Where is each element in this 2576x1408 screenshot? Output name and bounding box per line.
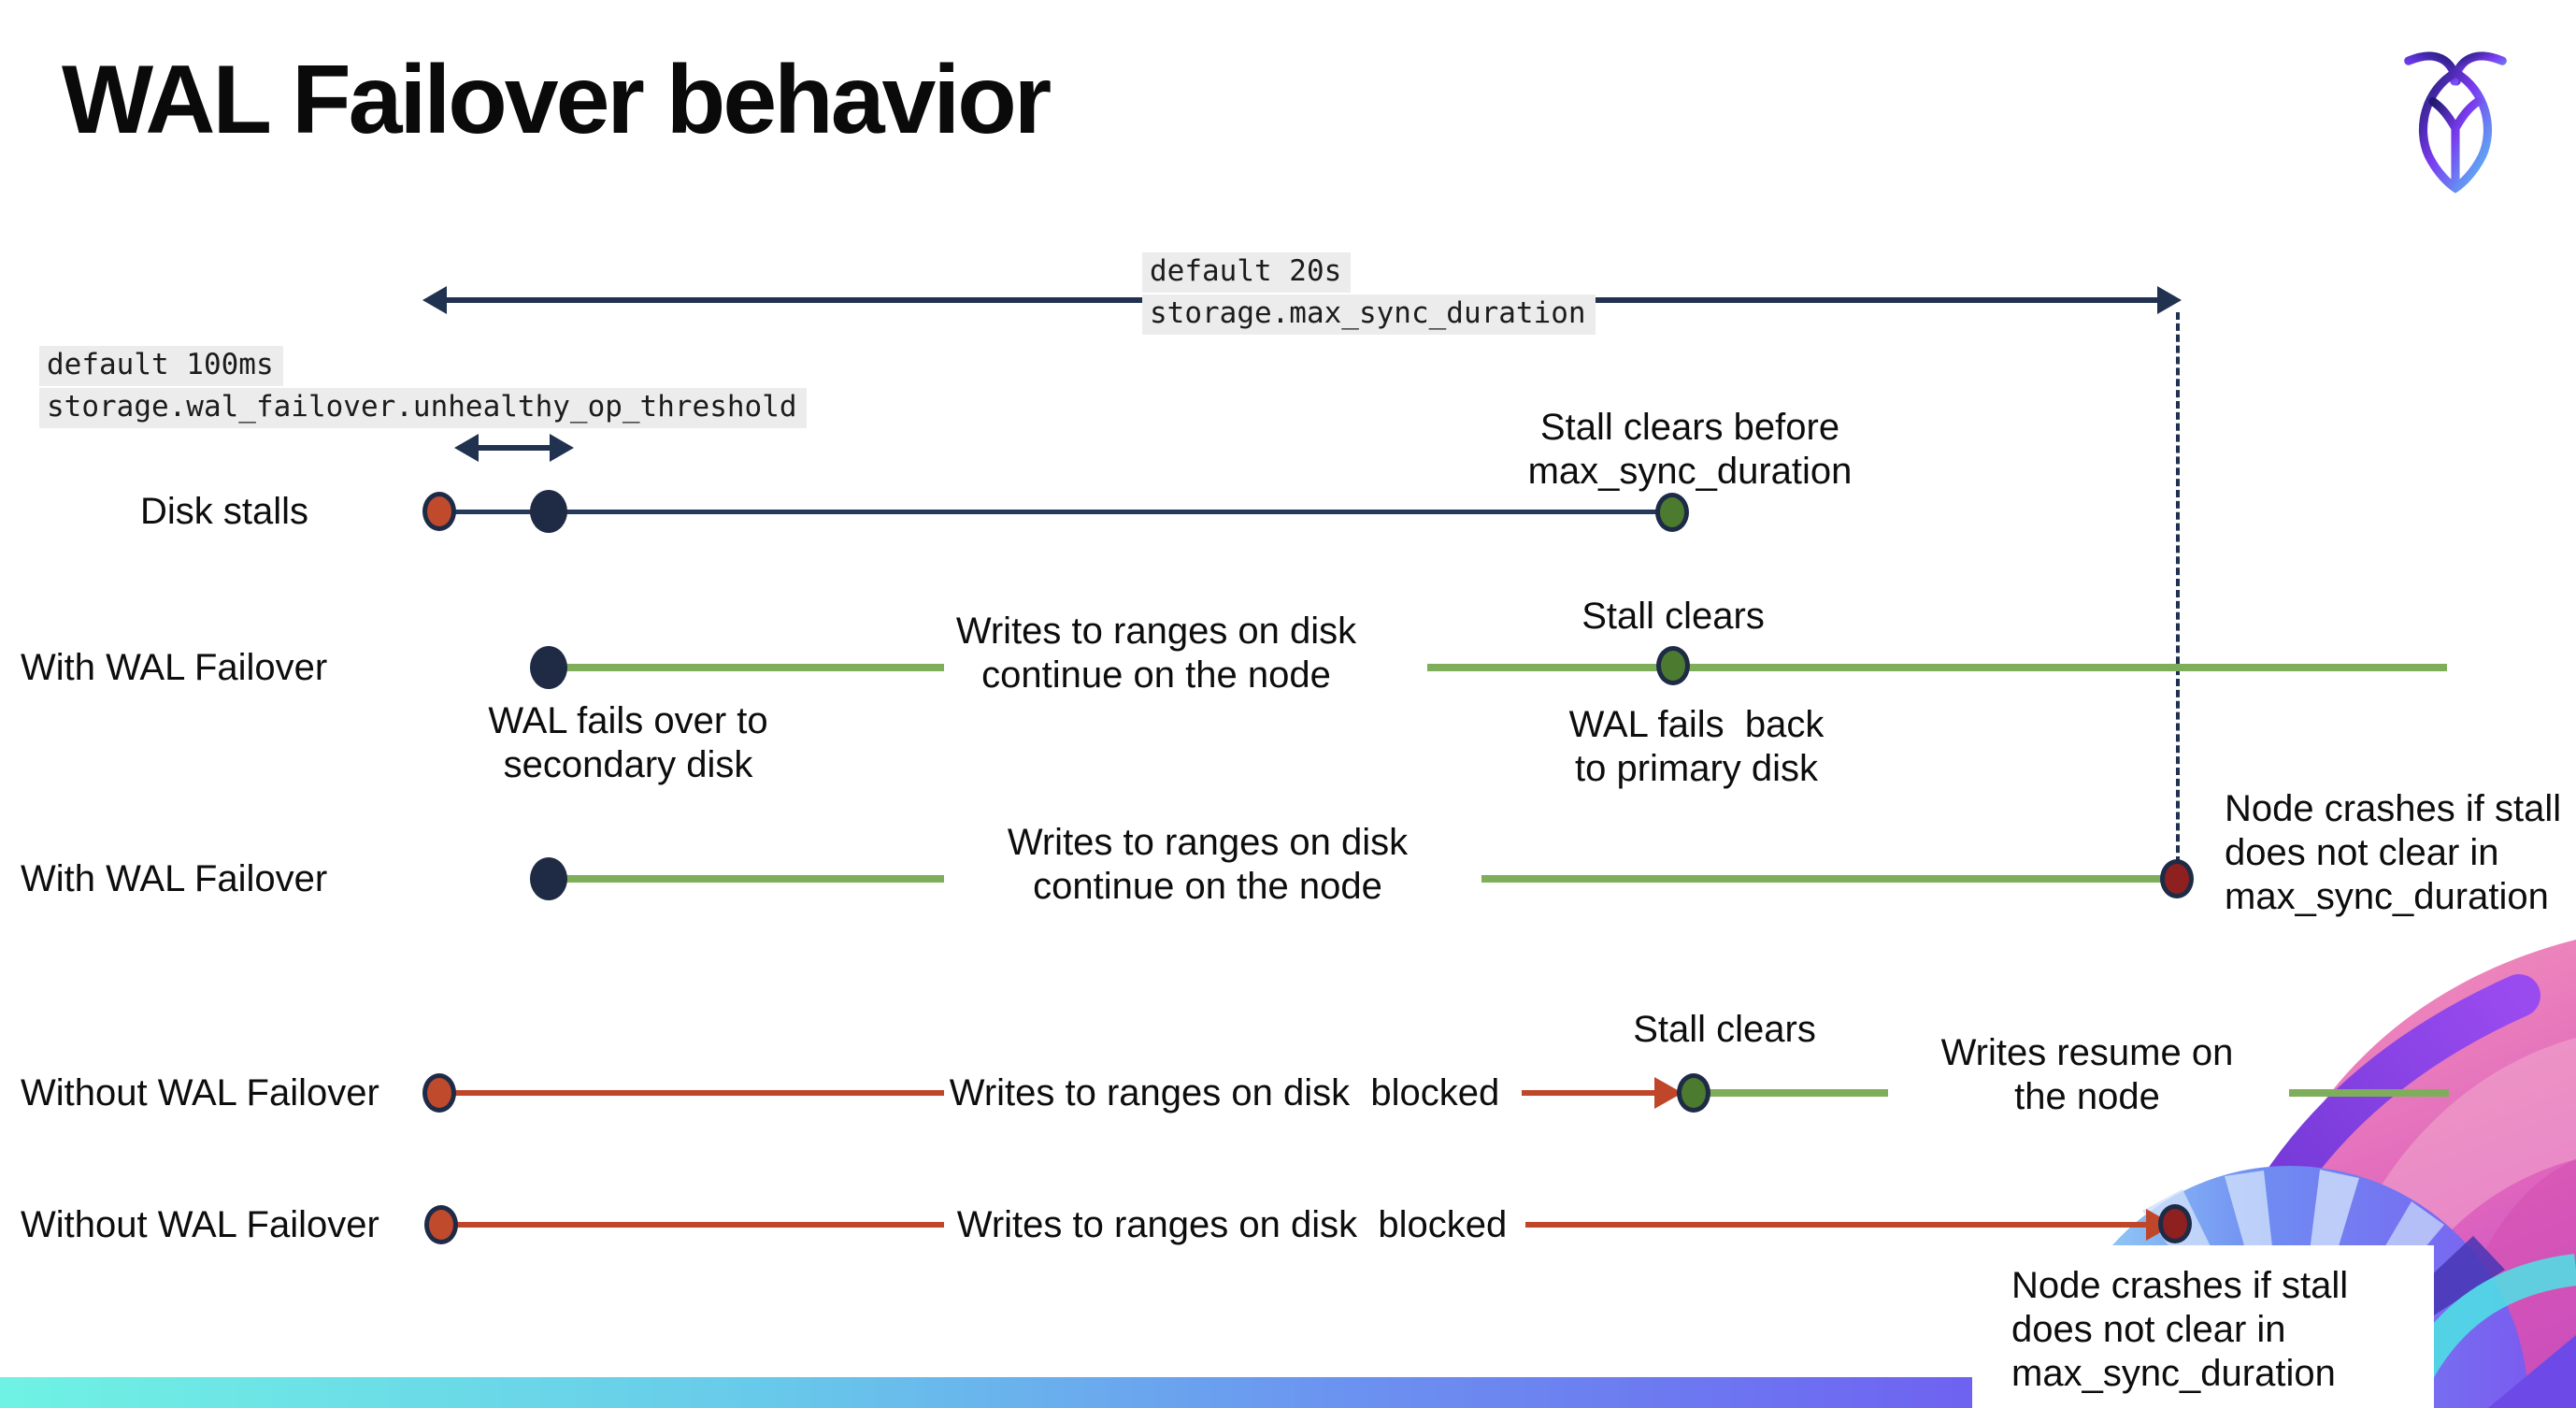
max-sync-duration-label: default 20s storage.max_sync_duration <box>1142 252 1596 337</box>
fails-over-note: WAL fails over to secondary disk <box>488 700 768 785</box>
max-sync-default-chip: default 20s <box>1142 252 1352 293</box>
writes-continue-note: Writes to ranges on disk continue on the… <box>1007 822 1409 907</box>
stall-clears-dot <box>1655 493 1689 532</box>
node-crash-dot <box>2158 1204 2192 1243</box>
row-label-without-wal-failover: Without WAL Failover <box>21 1204 379 1245</box>
unhealthy-op-default-chip: default 100ms <box>39 346 283 386</box>
writes-continue-line <box>1481 875 2177 883</box>
row-label-with-wal-failover: With WAL Failover <box>21 858 328 899</box>
arrowhead-right-icon <box>550 434 574 462</box>
stall-clears-before-note: Stall clears before max_sync_duration <box>1527 407 1853 492</box>
node-crash-note: Node crashes if stall does not clear in … <box>2225 788 2562 917</box>
writes-resume-line <box>2289 1089 2449 1097</box>
stall-clears-dot <box>1677 1073 1710 1113</box>
writes-blocked-line <box>1522 1090 1660 1096</box>
writes-blocked-note: Writes to ranges on disk blocked <box>956 1204 1508 1245</box>
unhealthy-op-threshold-label: default 100ms storage.wal_failover.unhea… <box>39 346 807 430</box>
failover-dot <box>530 857 567 900</box>
stall-clears-note: Stall clears <box>1633 1009 1816 1050</box>
fails-back-note: WAL fails back to primary disk <box>1568 704 1825 789</box>
node-crash-note: Node crashes if stall does not clear in … <box>2011 1265 2349 1394</box>
row-label-with-wal-failover: With WAL Failover <box>21 647 328 688</box>
node-crash-dot <box>2160 859 2194 898</box>
page-title: WAL Failover behavior <box>62 46 1052 154</box>
stall-start-dot <box>422 492 456 531</box>
cockroachdb-logo-icon <box>2400 45 2511 199</box>
stall-start-dot <box>424 1205 458 1244</box>
max-sync-deadline-dashed-line <box>2176 312 2180 864</box>
writes-continue-line <box>549 664 944 671</box>
crash-note-box <box>1972 1245 2434 1408</box>
threshold-span-line <box>475 445 551 451</box>
failover-dot <box>530 646 567 689</box>
stall-start-dot <box>422 1073 456 1113</box>
row-label-disk-stalls: Disk stalls <box>140 491 309 532</box>
writes-continue-note: Writes to ranges on disk continue on the… <box>955 611 1357 696</box>
stall-clears-note: Stall clears <box>1581 596 1765 637</box>
writes-resume-line <box>1694 1089 1888 1097</box>
disk-stall-timeline <box>439 510 1673 514</box>
writes-resume-note: Writes resume on the node <box>1940 1032 2234 1117</box>
writes-blocked-line <box>439 1090 944 1096</box>
unhealthy-op-setting-chip: storage.wal_failover.unhealthy_op_thresh… <box>39 388 807 428</box>
arrowhead-left-icon <box>454 434 479 462</box>
row-label-without-wal-failover: Without WAL Failover <box>21 1072 379 1113</box>
stall-clears-dot <box>1656 646 1690 685</box>
writes-blocked-note: Writes to ranges on disk blocked <box>949 1072 1500 1113</box>
writes-blocked-line <box>1525 1222 2152 1228</box>
arrowhead-left-icon <box>422 286 447 314</box>
writes-continue-line <box>549 875 944 883</box>
arrowhead-right-icon <box>2157 286 2182 314</box>
max-sync-setting-chip: storage.max_sync_duration <box>1142 295 1596 335</box>
writes-continue-line <box>1427 664 2447 671</box>
writes-blocked-line <box>441 1222 944 1228</box>
failover-threshold-dot <box>530 490 567 533</box>
